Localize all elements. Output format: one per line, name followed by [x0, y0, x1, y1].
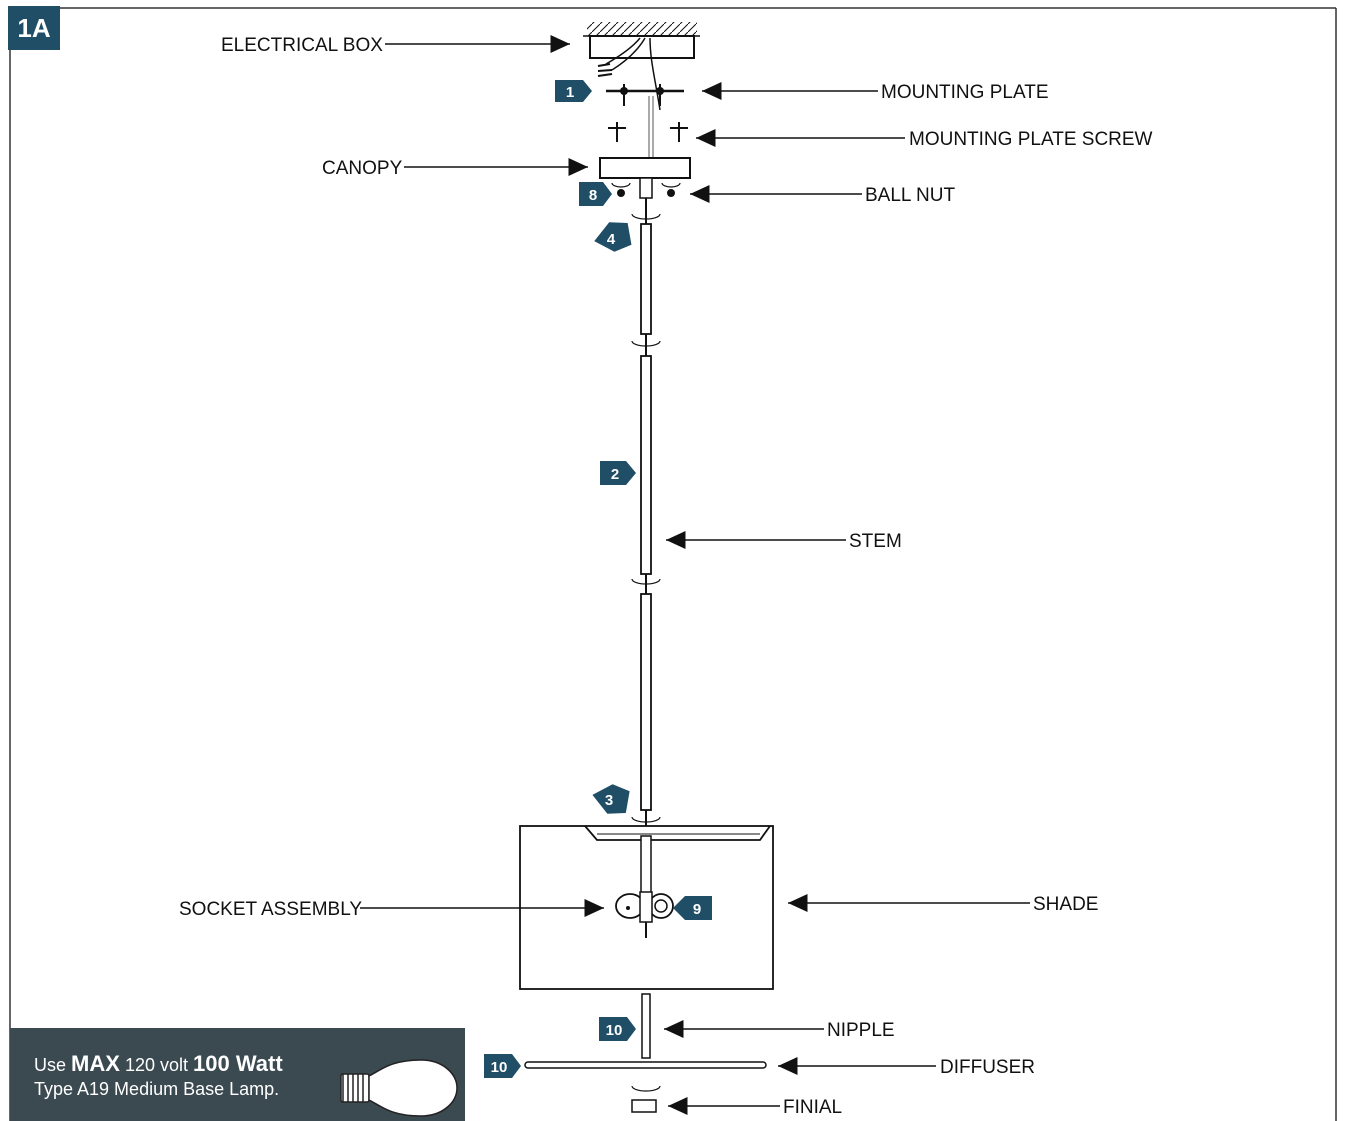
figure-badge: 1A — [8, 6, 60, 50]
lamp-note-volt: 120 volt — [124, 1055, 188, 1075]
leader-lines — [360, 35, 1030, 1115]
label-shade: SHADE — [1033, 894, 1098, 915]
svg-text:10: 10 — [606, 1022, 623, 1039]
label-electrical-box: ELECTRICAL BOX — [221, 35, 383, 56]
svg-text:3: 3 — [605, 792, 613, 809]
label-canopy: CANOPY — [322, 158, 403, 179]
lamp-note: Use MAX 120 volt 100 Watt Type A19 Mediu… — [10, 1028, 465, 1121]
lamp-note-type: Type A19 Medium Base Lamp. — [34, 1079, 280, 1099]
electrical-box — [583, 22, 700, 111]
label-stem: STEM — [849, 531, 902, 552]
page-frame — [9, 7, 1337, 1121]
svg-text:10: 10 — [491, 1059, 508, 1076]
svg-text:1: 1 — [566, 84, 574, 101]
mounting-plate-screws — [608, 122, 688, 142]
canopy — [599, 157, 691, 199]
step-badge-mounting-plate: 1 — [555, 80, 592, 102]
label-mounting-plate-screw: MOUNTING PLATE SCREW — [909, 129, 1153, 150]
diffuser — [524, 1061, 767, 1069]
step-badge-ball-nut: 8 — [579, 182, 612, 206]
lamp-note-max: MAX — [71, 1051, 120, 1076]
svg-text:8: 8 — [589, 187, 597, 204]
label-diffuser: DIFFUSER — [940, 1057, 1035, 1078]
label-nipple: NIPPLE — [827, 1020, 895, 1041]
label-mounting-plate: MOUNTING PLATE — [881, 82, 1049, 103]
lamp-note-text: Use MAX 120 volt 100 Watt Type A19 Mediu… — [34, 1052, 283, 1101]
figure-label: 1A — [17, 13, 50, 43]
svg-text:2: 2 — [611, 466, 619, 483]
svg-text:9: 9 — [693, 901, 701, 918]
svg-text:4: 4 — [607, 231, 616, 248]
label-finial: FINIAL — [783, 1097, 842, 1118]
stem — [631, 198, 661, 836]
step-badge-diffuser: 10 — [484, 1054, 521, 1078]
lamp-note-use: Use — [34, 1055, 67, 1075]
step-badge-socket: 9 — [673, 896, 712, 920]
lamp-note-watt: 100 Watt — [193, 1051, 283, 1076]
nipple — [641, 993, 651, 1059]
step-badge-nipple: 10 — [599, 1017, 636, 1041]
step-badge-stem-mid: 2 — [600, 461, 636, 485]
light-bulb-icon — [340, 1059, 458, 1117]
ball-nuts — [611, 182, 681, 197]
label-ball-nut: BALL NUT — [865, 185, 955, 206]
label-socket-assembly: SOCKET ASSEMBLY — [179, 899, 362, 920]
mounting-plate — [606, 84, 684, 106]
step-badge-stem-bottom: 3 — [592, 784, 630, 814]
socket-assembly — [615, 835, 674, 938]
step-badge-stem-top: 4 — [594, 222, 632, 252]
finial — [631, 1085, 661, 1113]
